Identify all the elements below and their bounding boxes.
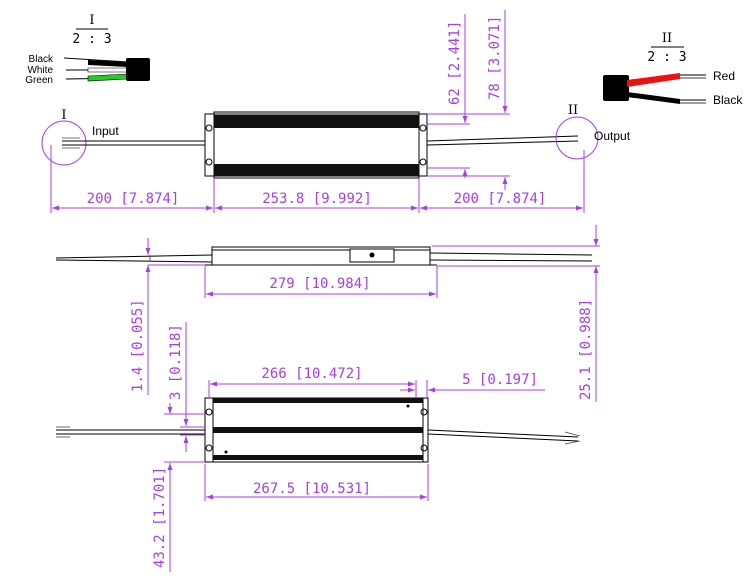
dim-top-length: 266 [10.472] — [261, 366, 362, 382]
bottom-view: 266 [10.472] 5 [0.197] 267.5 [10.531] 3 … — [56, 322, 581, 572]
detail-2: II 2 : 3 Red Black — [603, 31, 743, 107]
output-marker: II — [568, 103, 578, 118]
detail-1: I 2 : 3 Black White Green — [25, 13, 150, 86]
dim-width: 43.2 [1.701] — [152, 467, 168, 568]
green-wire-insulation — [87, 73, 129, 82]
heatsink-fin-top — [214, 115, 419, 128]
black-wire-insulation — [88, 60, 128, 67]
dim-height-side: 25.1 [0.988] — [578, 299, 594, 400]
wire-label-black-2: Black — [713, 93, 743, 107]
dim-bottom-length: 267.5 [10.531] — [253, 481, 371, 497]
dim-overall-length: 279 [10.984] — [269, 276, 370, 292]
heatsink-fin-bottom — [214, 164, 419, 176]
detail-1-callout — [41, 120, 87, 166]
wire-label-red: Red — [713, 69, 735, 83]
dim-slot: 3 [0.118] — [168, 324, 184, 400]
input-label: Input — [92, 124, 119, 138]
red-wire-insulation — [627, 73, 680, 87]
detail-1-ratio: 2 : 3 — [72, 32, 111, 47]
white-wire-insulation — [87, 67, 129, 73]
wire-label-black: Black — [29, 54, 54, 65]
detail-2-callout — [555, 116, 599, 160]
top-view: I Input II Output 200 [7.874] — [41, 10, 631, 213]
detail-1-roman: I — [89, 13, 94, 28]
dim-flange: 1.4 [0.055] — [130, 299, 146, 392]
dim-lead-left: 200 [7.874] — [87, 191, 180, 207]
cable-jacket — [126, 58, 150, 81]
side-view: 279 [10.984] 1.4 [0.055] 25.1 [0.988] — [55, 225, 600, 402]
dim-lead-right: 200 [7.874] — [454, 191, 547, 207]
detail-2-ratio: 2 : 3 — [647, 50, 686, 65]
output-label: Output — [594, 129, 631, 143]
cable-jacket-2 — [603, 75, 629, 101]
detail-2-roman: II — [662, 31, 672, 46]
dim-height-outer: 78 [3.071] — [487, 16, 503, 100]
input-marker: I — [61, 108, 66, 123]
wire-label-white: White — [27, 65, 53, 76]
black-wire-insulation-2 — [627, 92, 680, 104]
dim-offset: 5 [0.197] — [462, 372, 538, 388]
dim-body-length: 253.8 [9.992] — [262, 191, 372, 207]
wire-label-green: Green — [25, 75, 53, 86]
dim-height-inner: 62 [2.441] — [447, 21, 463, 105]
